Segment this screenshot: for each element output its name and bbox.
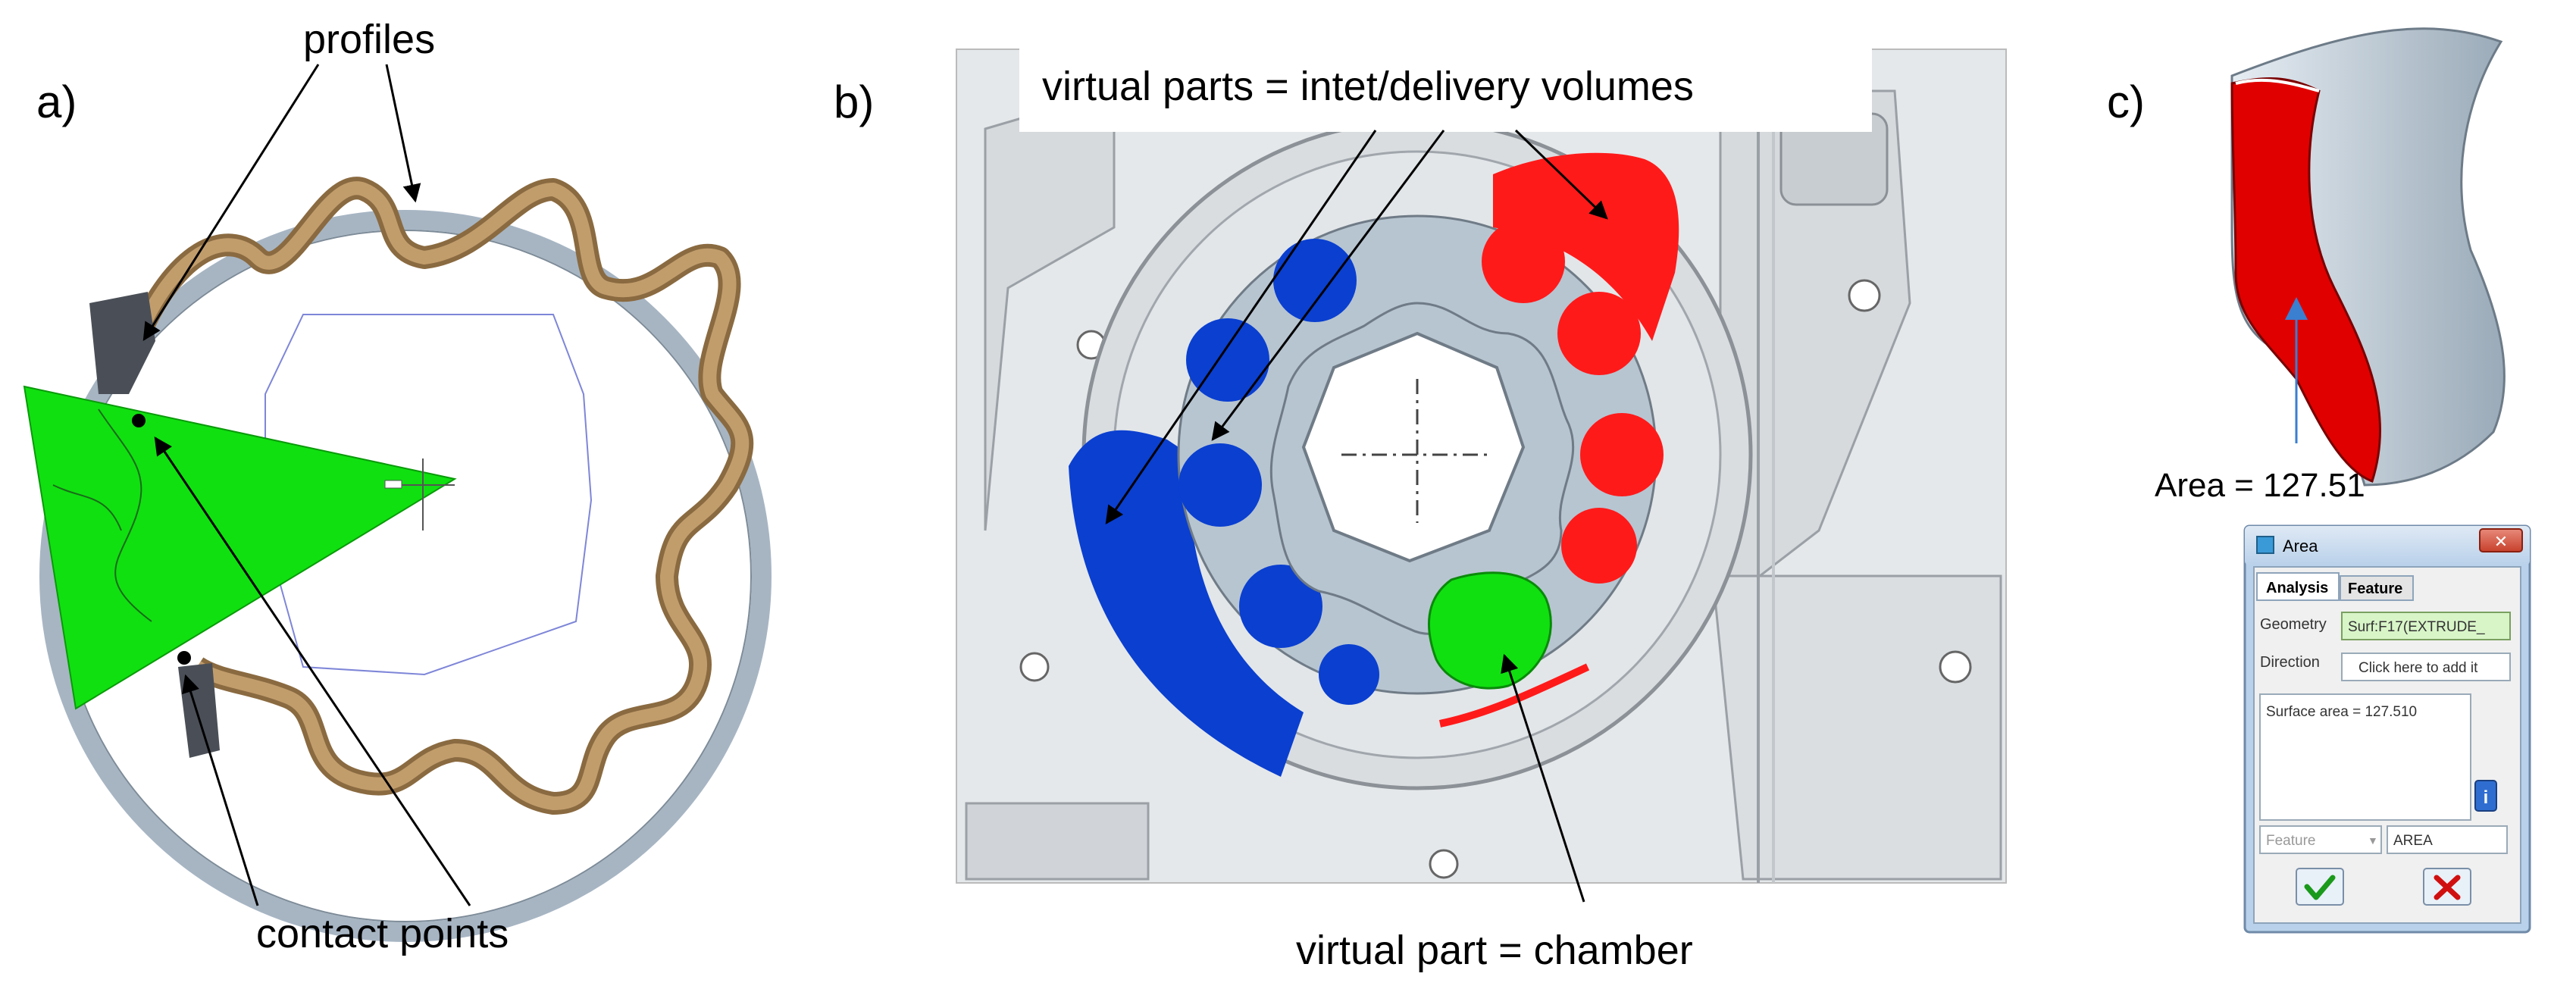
panel-c: c) Area = 127.51 Area ✕ Analysis bbox=[2107, 27, 2531, 934]
arrow-chamber bbox=[1501, 653, 1585, 903]
contact-point-lower bbox=[177, 651, 191, 665]
result-box[interactable]: Surface area = 127.510 bbox=[2259, 693, 2471, 821]
selected-surface-red bbox=[2230, 77, 2381, 483]
panel-a-letter: a) bbox=[36, 77, 77, 127]
close-button[interactable]: ✕ bbox=[2479, 528, 2523, 552]
checkmark-icon bbox=[2304, 875, 2336, 900]
rotor-lobes bbox=[1178, 220, 1664, 705]
arrow-contact-2 bbox=[182, 674, 259, 906]
chevron-down-icon: ▼ bbox=[2368, 834, 2378, 847]
delivery-volume bbox=[1493, 152, 1679, 341]
label-box-virtual-parts bbox=[1019, 47, 1872, 132]
info-icon: i bbox=[2484, 787, 2489, 808]
arrow-virtual-parts-1 bbox=[1105, 130, 1377, 524]
close-icon: ✕ bbox=[2494, 532, 2508, 551]
contact-point-upper bbox=[132, 414, 146, 427]
vane-top bbox=[89, 292, 155, 394]
direction-value: Click here to add it bbox=[2358, 660, 2478, 676]
result-text: Surface area = 127.510 bbox=[2266, 704, 2417, 720]
center-crosshair-b bbox=[1341, 379, 1493, 523]
outer-ring bbox=[39, 210, 772, 942]
arrow-contact-1 bbox=[154, 437, 471, 906]
arrow-profiles-2 bbox=[385, 64, 421, 203]
geometry-label: Geometry bbox=[2260, 616, 2327, 633]
panel-a: a) profiles contact points bbox=[23, 17, 772, 956]
shaft-hole bbox=[1301, 331, 1526, 563]
panel-b: b) bbox=[834, 47, 2007, 973]
x-icon bbox=[2434, 875, 2461, 900]
direction-label: Direction bbox=[2260, 654, 2320, 671]
arrow-virtual-parts-2 bbox=[1211, 130, 1445, 441]
label-contact-points: contact points bbox=[256, 911, 509, 956]
dialog-title: Area bbox=[2283, 537, 2318, 556]
tab-feature[interactable]: Feature bbox=[2340, 575, 2414, 601]
feature-name-field[interactable]: AREA bbox=[2387, 825, 2508, 854]
geometry-field[interactable]: Surf:F17(EXTRUDE_ bbox=[2341, 612, 2511, 640]
feature-name-value: AREA bbox=[2393, 833, 2433, 849]
info-button[interactable]: i bbox=[2474, 780, 2497, 812]
tab-feature-label: Feature bbox=[2348, 581, 2402, 597]
panel-c-letter: c) bbox=[2107, 77, 2145, 127]
tab-analysis[interactable]: Analysis bbox=[2256, 572, 2340, 601]
green-section-plane bbox=[23, 385, 457, 710]
gerotor-profile bbox=[126, 177, 754, 815]
chamber-volume bbox=[1428, 571, 1552, 690]
arrow-virtual-parts-3 bbox=[1514, 129, 1608, 220]
direction-field[interactable]: Click here to add it bbox=[2341, 653, 2511, 681]
label-virtual-parts: virtual parts = intet/delivery volumes bbox=[1042, 64, 1694, 109]
geometry-value: Surf:F17(EXTRUDE_ bbox=[2348, 619, 2485, 635]
arrow-profiles-1 bbox=[142, 64, 320, 342]
label-profiles: profiles bbox=[303, 17, 435, 62]
center-crosshair bbox=[384, 459, 455, 530]
label-virtual-part-chamber: virtual part = chamber bbox=[1296, 928, 1693, 973]
area-dialog: Area ✕ Analysis Feature Geometry Surf:F1… bbox=[2243, 524, 2531, 934]
feature-select[interactable]: Feature ▼ bbox=[2259, 825, 2382, 854]
panel-b-letter: b) bbox=[834, 77, 874, 127]
tab-analysis-label: Analysis bbox=[2266, 580, 2328, 596]
feature-select-value: Feature bbox=[2266, 833, 2315, 849]
ok-button[interactable] bbox=[2296, 868, 2344, 906]
label-area: Area = 127.51 bbox=[2155, 467, 2365, 504]
inlet-volume bbox=[1069, 430, 1304, 777]
cancel-button[interactable] bbox=[2423, 868, 2471, 906]
area-window-icon bbox=[2256, 536, 2274, 554]
